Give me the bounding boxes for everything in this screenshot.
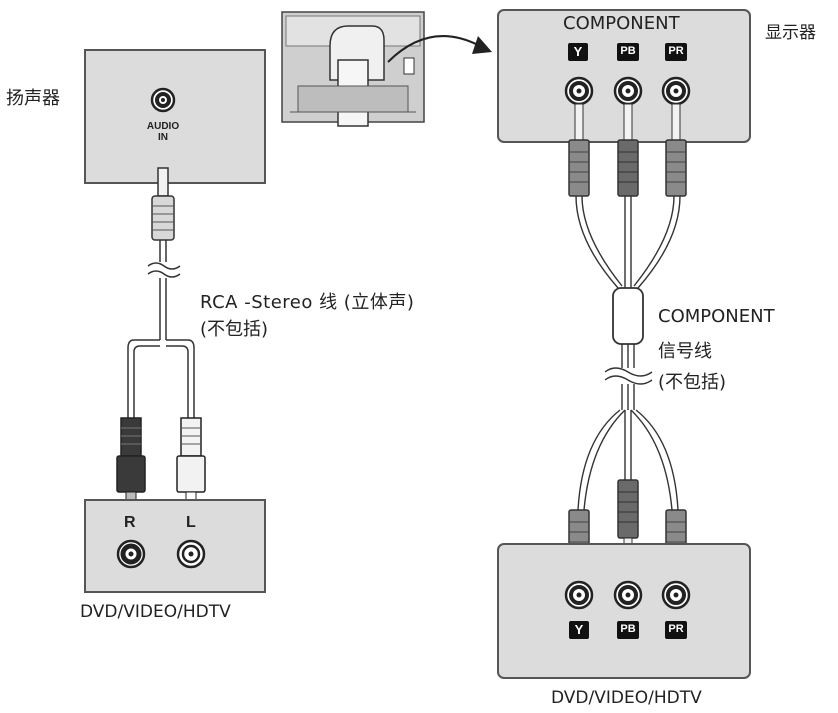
component-cable-label-1: COMPONENT [658,306,775,327]
dvd-panel-left [84,499,266,593]
port-pb-top-text: PB [620,45,636,57]
stereo-mini-plug [151,167,175,241]
port-y-top-text: Y [573,44,583,59]
arrow-head [472,36,492,54]
port-pr-bottom-text: PR [668,623,684,635]
rca-cable-label-2: (不包括) [200,319,269,340]
audio-in-line1: AUDIO [146,121,180,132]
port-y-bottom-text: Y [574,622,584,637]
port-pb-bottom-text: PB [620,623,636,635]
rca-plug-l [176,417,206,505]
component-plug-y-top [568,103,590,197]
dvd-left-label: DVD/VIDEO/HDTV [80,602,231,622]
dvd-panel-right [497,543,751,679]
dvd-right-label: DVD/VIDEO/HDTV [551,688,702,708]
jack-y-bottom [564,580,594,610]
component-plug-pb-top [617,103,639,197]
rca-cable-label-1: RCA -Stereo 线 (立体声) [200,292,415,313]
audio-in-label: AUDIO IN [143,121,183,143]
component-plug-pr-top [665,103,687,197]
audio-in-jack [150,87,176,113]
port-label-pr-bottom [665,621,687,639]
jack-pb-top [613,76,643,106]
port-l-label: L [186,514,196,531]
jack-r [116,539,146,569]
component-cable-label-3: (不包括) [658,372,727,393]
jack-y-top [564,76,594,106]
port-label-pb-bottom [617,621,639,639]
jack-pb-bottom [613,580,643,610]
monitor-label: 显示器 [765,23,816,43]
port-label-y-top [568,43,588,61]
component-title: COMPONENT [563,13,680,34]
jack-pr-bottom [661,580,691,610]
component-cable-label-2: 信号线 [658,341,712,362]
rca-plug-r [116,417,146,505]
speaker-panel [84,49,266,184]
stereo-cable [127,240,195,418]
arrow [387,35,481,63]
port-r-label: R [124,514,136,531]
port-label-pb-top [617,43,639,61]
audio-in-line2: IN [158,132,168,143]
speaker-label: 扬声器 [6,88,60,109]
port-label-y-bottom [569,621,589,639]
monitor-back-thumbnail [281,11,425,127]
port-label-pr-top [665,43,687,61]
component-cable [575,195,681,511]
jack-pr-top [661,76,691,106]
port-pr-top-text: PR [668,45,684,57]
jack-l [176,539,206,569]
